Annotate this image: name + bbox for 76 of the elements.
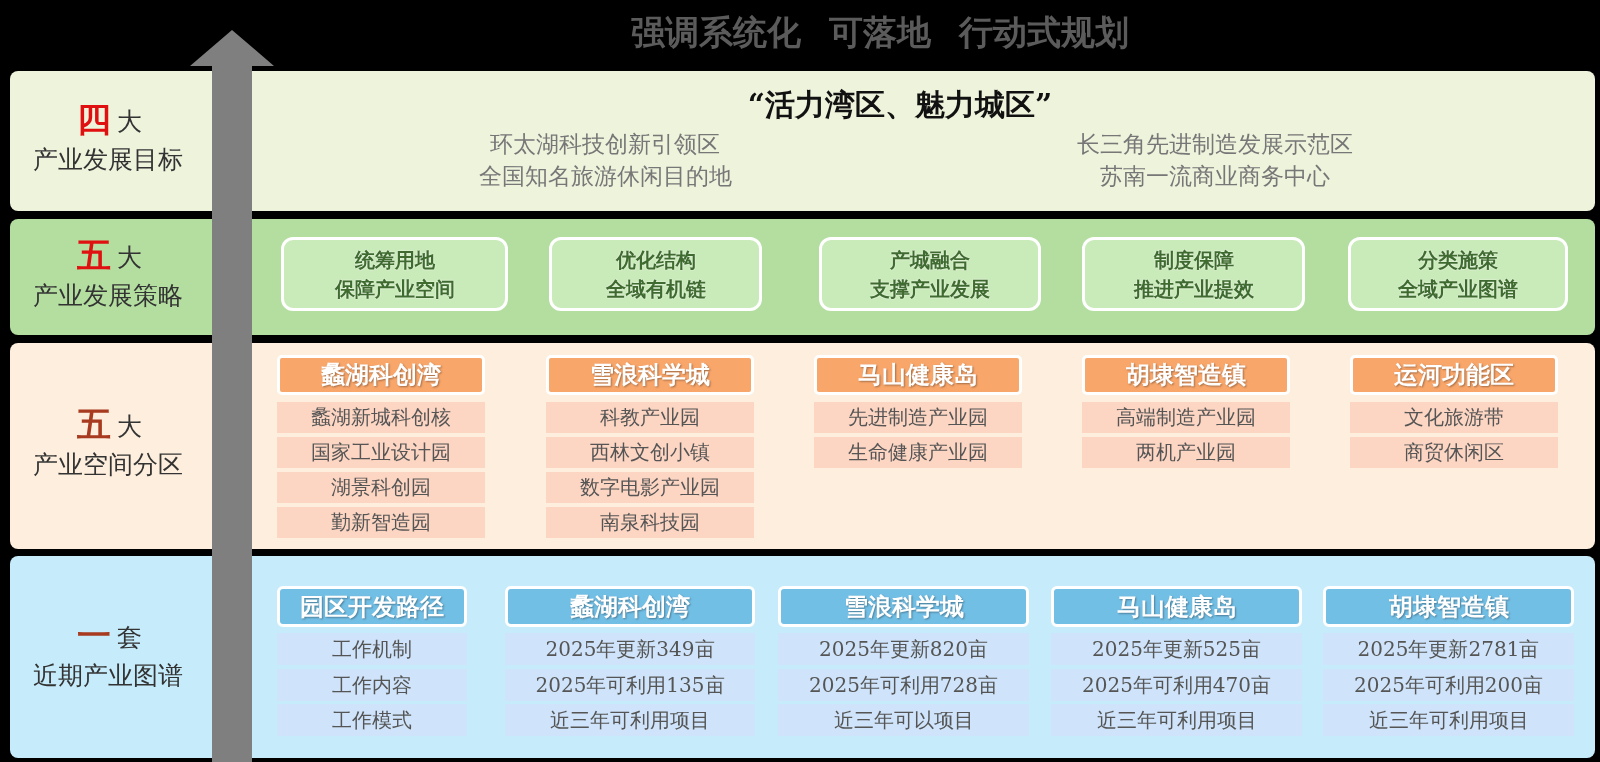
park-item: 先进制造产业园 bbox=[814, 402, 1022, 433]
map-item: 工作模式 bbox=[277, 704, 467, 736]
map-item: 近三年可利用项目 bbox=[1323, 704, 1574, 736]
zone-header: 雪浪科学城 bbox=[546, 355, 754, 395]
tier-band bbox=[10, 219, 1595, 335]
zone-header: 运河功能区 bbox=[1350, 355, 1558, 395]
tier-measure-word: 大 bbox=[115, 106, 143, 138]
park-item: 湖景科创园 bbox=[277, 472, 485, 503]
map-header: 蠡湖科创湾 bbox=[505, 586, 755, 627]
park-item: 蠡湖新城科创核 bbox=[277, 402, 485, 433]
park-item: 南泉科技园 bbox=[546, 507, 754, 538]
strategy-box bbox=[281, 237, 508, 311]
map-item: 2025年更新525亩 bbox=[1051, 633, 1302, 665]
strategy-box bbox=[549, 237, 762, 311]
tier-measure-word: 大 bbox=[115, 411, 143, 443]
map-item: 2025年可利用135亩 bbox=[505, 669, 755, 701]
tier-measure-word: 大 bbox=[115, 242, 143, 274]
strategy-text: 支撑产业发展 bbox=[869, 276, 991, 303]
map-item: 工作内容 bbox=[277, 669, 467, 701]
map-item: 近三年可利用项目 bbox=[1051, 704, 1302, 736]
map-item: 2025年可利用200亩 bbox=[1323, 669, 1574, 701]
map-item: 2025年更新349亩 bbox=[505, 633, 755, 665]
map-item: 近三年可以项目 bbox=[778, 704, 1029, 736]
goal-text: 全国知名旅游休闲目的地 bbox=[477, 162, 733, 191]
map-item: 2025年更新2781亩 bbox=[1323, 633, 1574, 665]
map-item: 近三年可利用项目 bbox=[505, 704, 755, 736]
park-item: 文化旅游带 bbox=[1350, 402, 1558, 433]
goal-text: 环太湖科技创新引领区 bbox=[489, 130, 721, 159]
map-header: 胡埭智造镇 bbox=[1323, 586, 1574, 627]
goal-text: 长三角先进制造发展示范区 bbox=[1076, 130, 1354, 159]
map-header: 马山健康岛 bbox=[1051, 586, 1302, 627]
strategy-box bbox=[1348, 237, 1568, 311]
strategy-title: 制度保障 bbox=[1152, 247, 1235, 274]
goal-slogan: “活力湾区、魅力城区” bbox=[746, 86, 1054, 124]
tier-measure-word: 套 bbox=[115, 622, 143, 654]
park-item: 国家工业设计园 bbox=[277, 437, 485, 468]
map-item: 2025年可利用728亩 bbox=[778, 669, 1029, 701]
map-item: 2025年更新820亩 bbox=[778, 633, 1029, 665]
strategy-text: 推进产业提效 bbox=[1132, 276, 1255, 303]
strategy-text: 全域产业图谱 bbox=[1397, 276, 1519, 303]
tier-numeral: 五 bbox=[76, 234, 112, 277]
tier-band bbox=[10, 556, 1595, 758]
park-item: 勤新智造园 bbox=[277, 507, 485, 538]
park-item: 数字电影产业园 bbox=[546, 472, 754, 503]
zone-header: 马山健康岛 bbox=[814, 355, 1022, 395]
strategy-title: 优化结构 bbox=[614, 247, 697, 274]
strategy-title: 产城融合 bbox=[889, 247, 971, 274]
tier-name: 产业空间分区 bbox=[32, 449, 184, 481]
tier-name: 产业发展目标 bbox=[32, 144, 184, 176]
strategy-text: 全域有机链 bbox=[604, 276, 707, 303]
goal-text: 苏南一流商业商务中心 bbox=[1099, 162, 1331, 191]
strategy-title: 分类施策 bbox=[1417, 247, 1499, 274]
strategy-text: 保障产业空间 bbox=[333, 276, 456, 303]
strategy-box bbox=[819, 237, 1041, 311]
tier-name: 产业发展策略 bbox=[32, 280, 184, 312]
tier-name: 近期产业图谱 bbox=[32, 660, 184, 692]
tier-band bbox=[10, 71, 1595, 211]
strategy-box bbox=[1082, 237, 1305, 311]
tier-numeral: 四 bbox=[76, 98, 112, 141]
park-item: 生命健康产业园 bbox=[814, 437, 1022, 468]
park-item: 商贸休闲区 bbox=[1350, 437, 1558, 468]
park-item: 两机产业园 bbox=[1082, 437, 1290, 468]
tier-numeral: 五 bbox=[76, 403, 112, 446]
tier-numeral: 一 bbox=[76, 614, 112, 657]
zone-header: 胡埭智造镇 bbox=[1082, 355, 1290, 395]
strategy-title: 统筹用地 bbox=[353, 247, 436, 274]
map-header: 园区开发路径 bbox=[277, 586, 467, 627]
map-header: 雪浪科学城 bbox=[778, 586, 1029, 627]
title: 强调系统化 可落地 行动式规划 bbox=[630, 11, 1130, 54]
park-item: 科教产业园 bbox=[546, 402, 754, 433]
park-item: 高端制造产业园 bbox=[1082, 402, 1290, 433]
park-item: 西林文创小镇 bbox=[546, 437, 754, 468]
zone-header: 蠡湖科创湾 bbox=[277, 355, 485, 395]
map-item: 2025年可利用470亩 bbox=[1051, 669, 1302, 701]
map-item: 工作机制 bbox=[277, 633, 467, 665]
tier-band bbox=[10, 343, 1595, 549]
